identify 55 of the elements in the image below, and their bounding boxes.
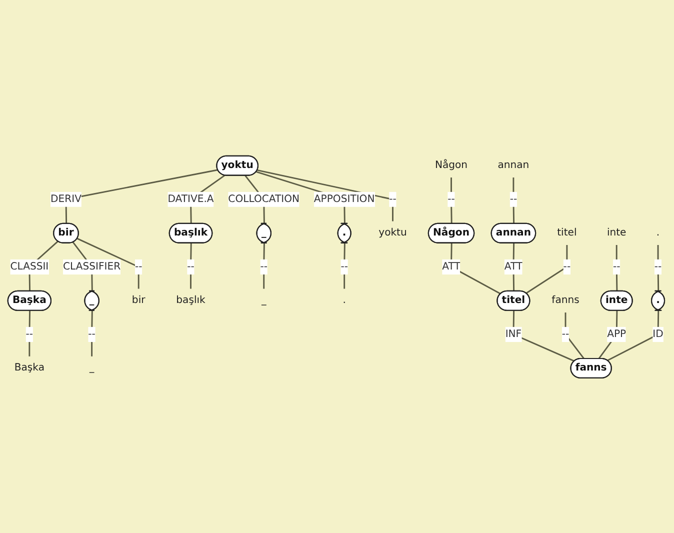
connector xyxy=(65,168,218,224)
node-text: başlık xyxy=(176,294,206,306)
connector xyxy=(28,310,30,356)
connector xyxy=(526,244,568,294)
connector xyxy=(344,242,346,288)
edge-label: CLASSII xyxy=(10,260,49,272)
edge-label: ATT xyxy=(504,260,523,272)
edge-label: -- xyxy=(510,192,518,204)
edge-label: -- xyxy=(260,260,268,272)
node-text: . xyxy=(656,226,660,238)
connector xyxy=(512,310,575,362)
node-text: Başka xyxy=(14,362,44,374)
connector xyxy=(76,238,140,288)
node-text: annan xyxy=(498,159,530,171)
edge-label: -- xyxy=(562,328,570,340)
node-text: Någon xyxy=(434,159,468,171)
edge-label: DATIVE.A xyxy=(168,192,214,204)
edge-label: -- xyxy=(612,260,620,272)
edge-label: -- xyxy=(654,260,662,272)
node-text: . xyxy=(342,294,346,306)
connector xyxy=(607,310,660,361)
edge-label: -- xyxy=(26,328,34,340)
edge-label: CLASSIFIER xyxy=(63,260,121,272)
edge-label: ID xyxy=(652,328,664,340)
edge-label: -- xyxy=(389,192,396,204)
connector xyxy=(450,177,452,224)
node-text: inte xyxy=(606,226,626,238)
connector xyxy=(91,310,93,356)
connector xyxy=(564,312,585,359)
edge-label: -- xyxy=(340,260,348,272)
node-text: _ xyxy=(261,294,266,306)
node-text: yoktu xyxy=(378,226,407,238)
edge-label: DERIV xyxy=(50,192,82,204)
edge-label: -- xyxy=(448,192,455,204)
connector xyxy=(616,244,618,291)
node-text: titel xyxy=(557,226,577,238)
connector xyxy=(598,310,618,359)
edge-label: -- xyxy=(88,328,96,340)
edge-label: APPOSITION xyxy=(314,192,375,204)
edge-label: COLLOCATION xyxy=(228,192,300,204)
edge-label: -- xyxy=(563,260,571,272)
node-text: _ xyxy=(89,362,94,374)
connector xyxy=(512,177,515,224)
node-text: fanns xyxy=(552,294,580,306)
connector xyxy=(450,242,502,294)
connector xyxy=(657,244,660,291)
connector xyxy=(257,169,394,221)
edge-label: ATT xyxy=(442,260,460,272)
edge-label: INF xyxy=(505,328,522,340)
edge-label: -- xyxy=(187,260,194,272)
node-text: bir xyxy=(132,294,146,306)
connector xyxy=(263,242,265,288)
connector xyxy=(190,242,192,288)
edge-label: APP xyxy=(607,328,626,340)
edge-label: -- xyxy=(134,260,142,272)
